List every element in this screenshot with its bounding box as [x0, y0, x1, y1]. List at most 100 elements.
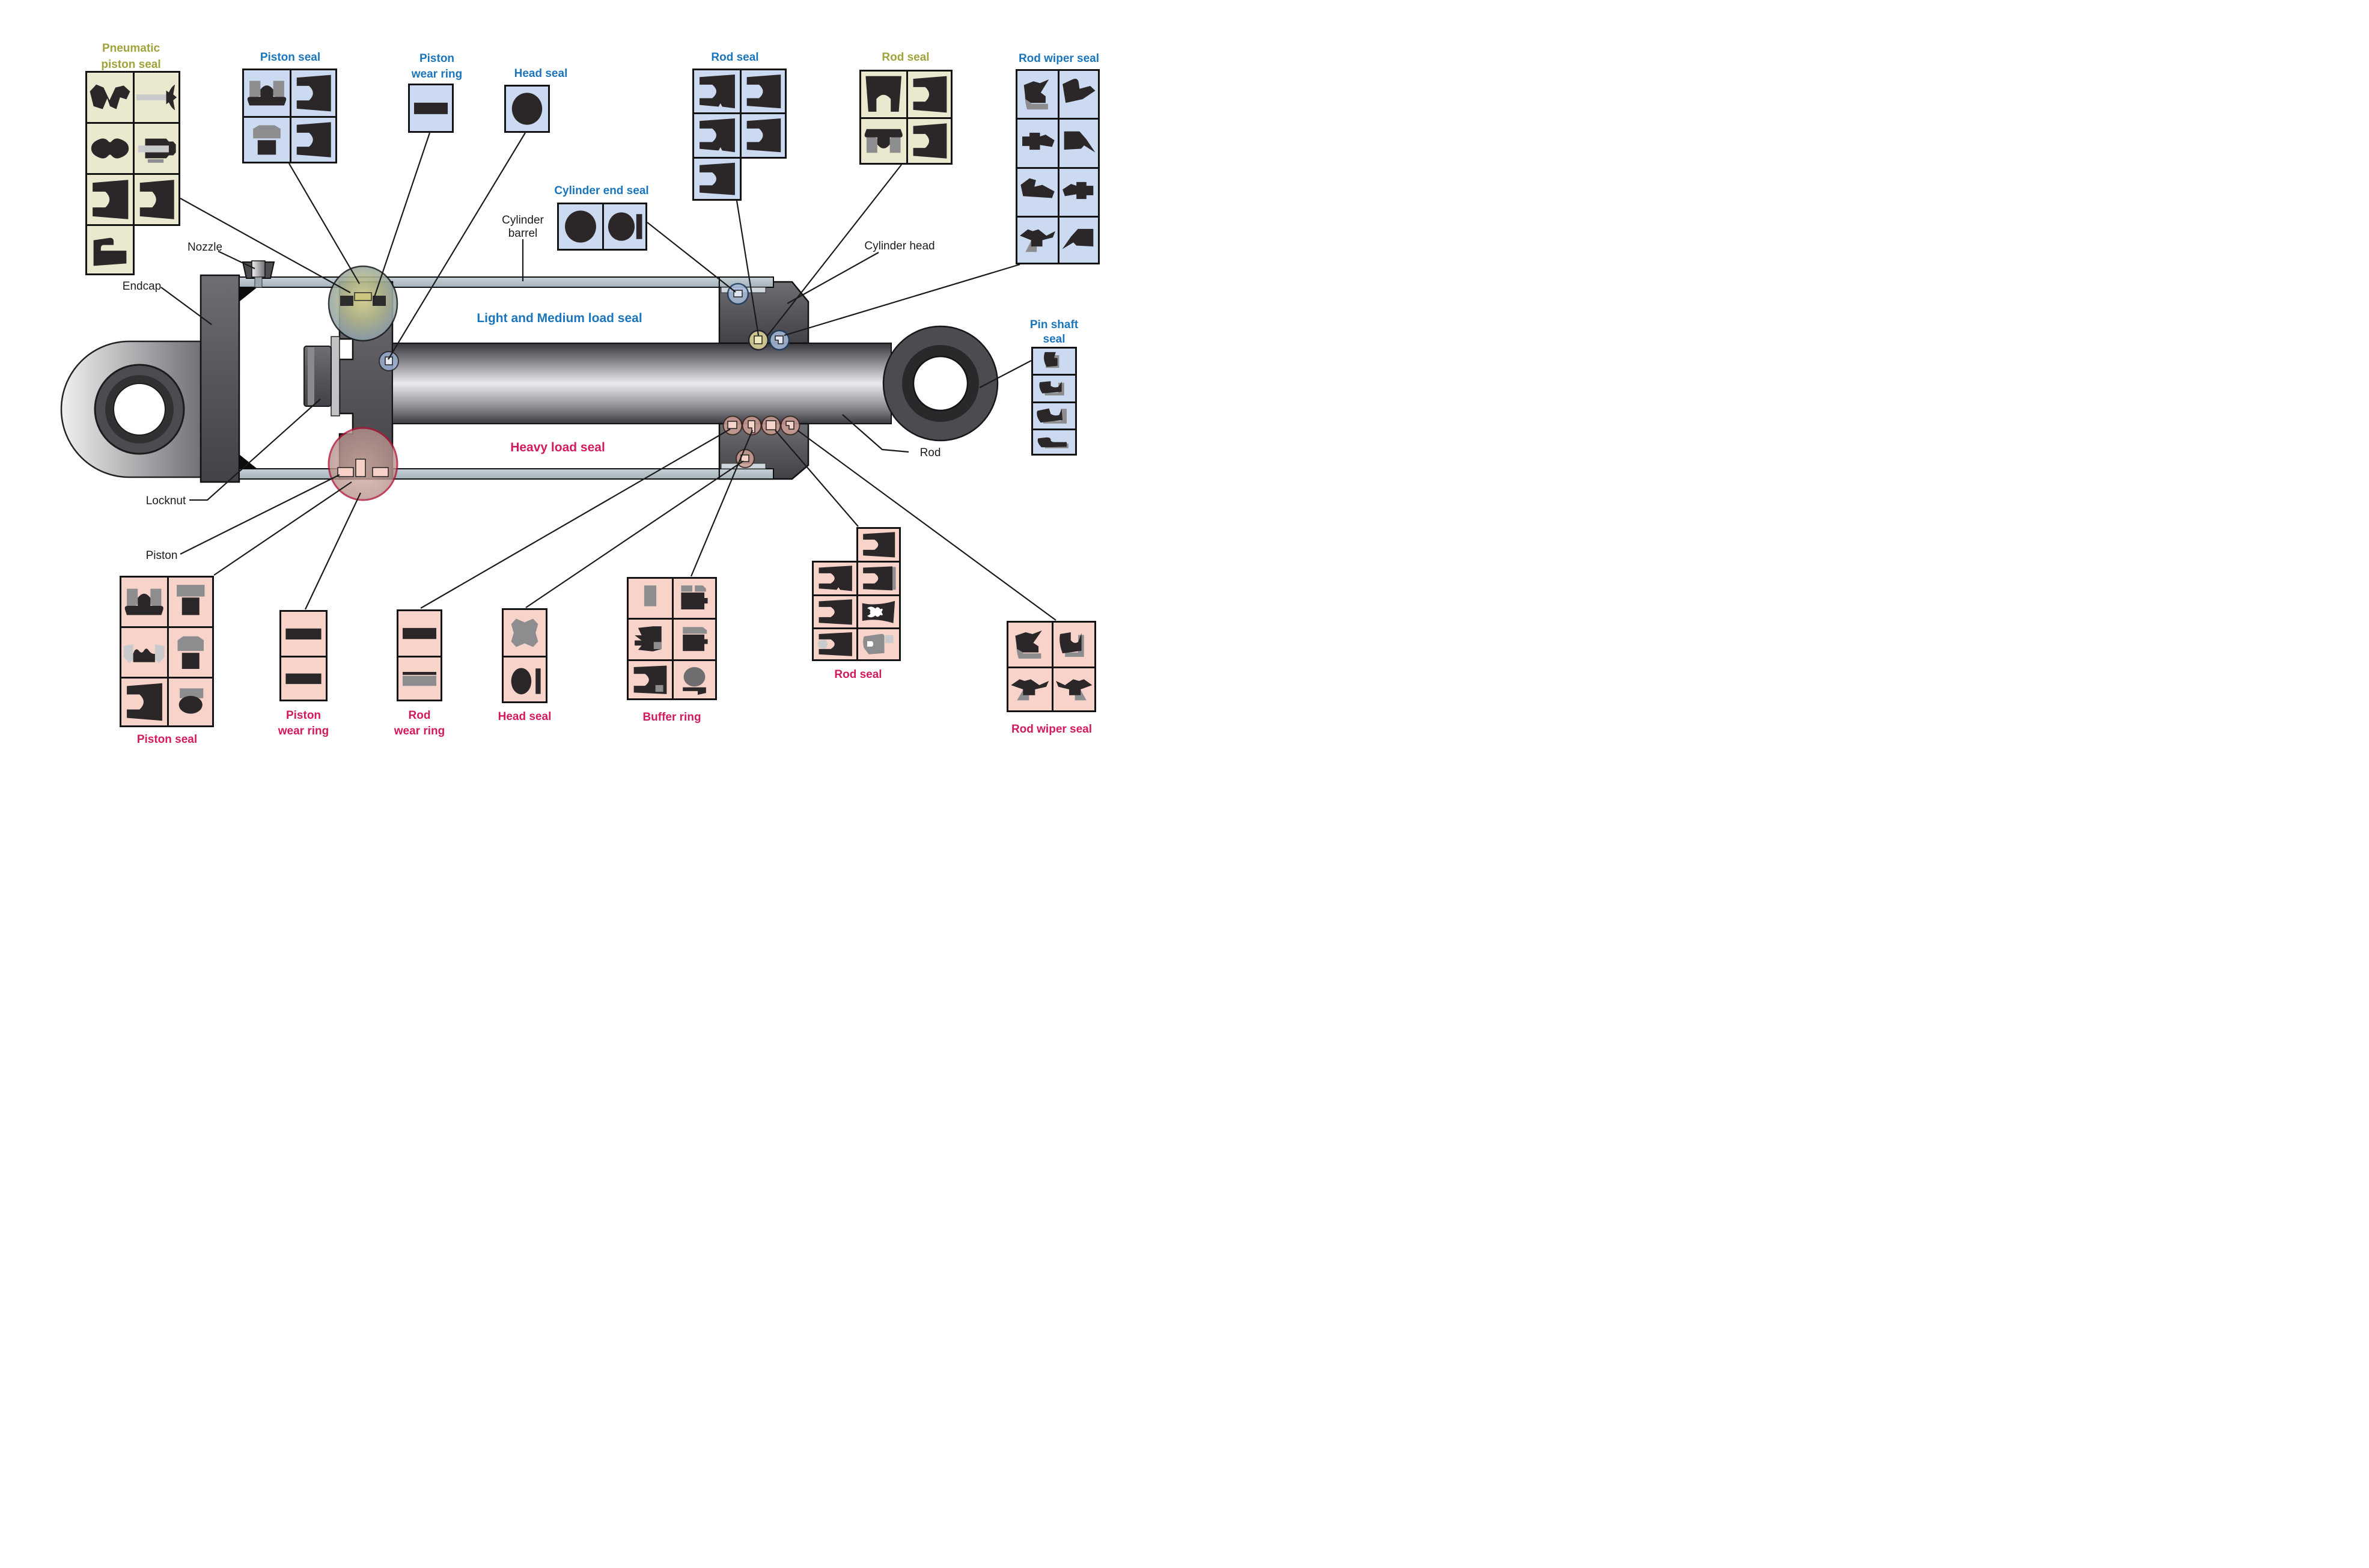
- seal-profile-shape: [865, 76, 902, 112]
- seal-box-label-rod-seal-bottom: Rod seal: [834, 668, 882, 681]
- seal-profile-shape: [124, 593, 163, 615]
- piston-groove-center: [354, 292, 372, 301]
- seal-profile-shape: [695, 585, 706, 592]
- seal-cell-u-cup: [290, 69, 337, 118]
- piston-seal-highlight-light: [328, 265, 398, 342]
- seal-cell-gray-seal-square: [856, 627, 901, 661]
- seal-cell-u-cup: [692, 156, 742, 201]
- seal-profile-shape: [1037, 407, 1063, 423]
- seal-profile-shape: [683, 635, 708, 651]
- seal-profile-shape: [253, 125, 281, 139]
- seal-cell-wiper-blade: [1058, 118, 1100, 169]
- seal-profile-shape: [1015, 630, 1042, 653]
- seal-cell-chevron: [85, 71, 135, 124]
- seal-cell-u-cup: [85, 173, 135, 226]
- seal-profile-shape: [819, 599, 852, 624]
- seal-cell-cap-block: [166, 626, 214, 679]
- seal-cell-wear-ring-pair: [120, 576, 169, 628]
- seal-profile-shape: [403, 675, 436, 686]
- seal-profile-shape: [746, 118, 781, 153]
- cylinder-end-seal-profile: [733, 290, 743, 297]
- seal-box-label-rod-wiper-seal-top: Rod wiper seal: [1018, 52, 1100, 65]
- seal-cell-rod-tseal: [133, 71, 180, 124]
- seal-box-piston-wear-ring-bottom: [279, 610, 328, 701]
- seal-cell-h-bar: [408, 84, 454, 133]
- nozzle-port: [254, 276, 263, 288]
- seal-cell-u-cup-notch: [692, 112, 742, 159]
- rod-label: Rod: [920, 447, 941, 459]
- seal-cell-backed-wedge: [1031, 347, 1077, 376]
- seal-profile-shape: [1059, 632, 1082, 654]
- seal-box-label-pneumatic-piston-seal: Pneumatic: [102, 42, 160, 55]
- seal-profile-shape: [889, 137, 901, 153]
- seal-cell-backed-step: [1031, 428, 1077, 456]
- seal-cell-vee-supports: [120, 626, 169, 679]
- seal-profile-shape: [863, 634, 885, 655]
- seal-profile-shape: [150, 588, 162, 606]
- light-medium-load-seal-label: Light and Medium load seal: [477, 311, 642, 325]
- seal-cell-step-seal: [85, 224, 135, 275]
- locknut-label: Locknut: [146, 495, 186, 507]
- seal-cell-ellipse-bar: [502, 656, 547, 703]
- endcap-block: [200, 274, 240, 483]
- seal-box-piston-seal-top: [242, 69, 337, 163]
- seal-profile-shape: [249, 81, 261, 97]
- seal-cell-u-cup: [739, 112, 787, 159]
- seal-cell-u-cup: [290, 116, 337, 163]
- seal-cell-cap-block: [242, 116, 291, 163]
- piston-groove-heavy-right: [372, 467, 389, 477]
- seal-cell-gray-rect: [627, 577, 674, 620]
- seal-profile-shape: [683, 667, 706, 687]
- seal-profile-shape: [176, 585, 204, 597]
- cylinder-barrel-label-2: barrel: [508, 227, 538, 240]
- seal-profile-shape: [138, 145, 169, 153]
- seal-cell-u-cup-notch: [812, 560, 858, 596]
- seal-profile-shape: [608, 212, 635, 241]
- seal-profile-shape: [154, 644, 165, 664]
- seal-box-rod-seal-top-blue: [692, 69, 787, 201]
- seal-profile-shape: [1011, 679, 1049, 695]
- seal-profile-shape: [867, 641, 874, 647]
- seal-profile-shape: [1023, 79, 1049, 103]
- seal-cell-u-cup: [133, 173, 180, 226]
- seal-cell-backed-wiper-left: [1016, 69, 1059, 120]
- rod-shaft: [392, 343, 892, 424]
- seal-cell-bar-ellipse: [166, 677, 214, 727]
- seal-box-label-pneumatic-piston-seal: piston seal: [101, 58, 161, 71]
- seal-profile-shape: [127, 683, 162, 721]
- seal-profile-shape: [700, 118, 735, 153]
- seal-cell-gray-bar: [397, 655, 442, 701]
- seal-profile-shape: [93, 237, 127, 266]
- seal-cell-wiper-blade: [1058, 215, 1100, 264]
- seal-profile-shape: [683, 627, 707, 634]
- seal-profile-shape: [818, 639, 828, 650]
- seal-profile-shape: [285, 628, 322, 639]
- seal-cell-backed-ucup: [1051, 621, 1096, 668]
- seal-profile-shape: [683, 687, 706, 695]
- seal-box-pin-shaft-seal: [1031, 347, 1077, 456]
- endcap-weld-bottom: [239, 454, 257, 469]
- seal-profile-shape: [1020, 229, 1055, 246]
- rod-eye-hole: [912, 355, 969, 412]
- head-seal-callout-profile: [385, 356, 393, 365]
- seal-cell-h-bar: [279, 656, 328, 701]
- seal-profile-shape: [247, 85, 287, 106]
- seal-cell-o-ring-backup: [602, 203, 647, 251]
- seal-profile-shape: [700, 75, 735, 109]
- seal-cell-wear-ring-pair: [859, 117, 908, 165]
- seal-cell-u-cup-graymouth: [812, 627, 858, 661]
- seal-profile-shape: [913, 123, 947, 159]
- seal-cell-u-cup: [812, 594, 858, 630]
- seal-profile-shape: [136, 94, 168, 100]
- seal-profile-shape: [863, 532, 895, 558]
- rod-wear-ring-profile: [727, 421, 737, 429]
- endcap-weld-top: [239, 287, 257, 302]
- seal-cell-wiper-anchor: [1058, 166, 1100, 218]
- seal-profile-shape: [296, 122, 331, 157]
- seal-profile-shape: [681, 585, 693, 592]
- seal-box-piston-seal-bottom: [120, 576, 214, 727]
- seal-cell-x-ring: [856, 594, 901, 630]
- seal-profile-shape: [700, 162, 735, 195]
- seal-box-rod-seal-bottom: [812, 527, 901, 661]
- seal-profile-shape: [1063, 78, 1096, 103]
